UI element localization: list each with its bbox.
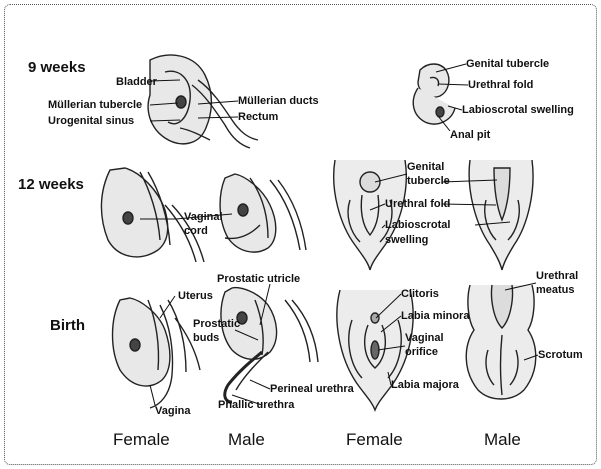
label-rectum: Rectum bbox=[238, 111, 279, 123]
label-genital-tubercle-9w: Genital tubercle bbox=[466, 58, 550, 70]
label-labia-majora: Labia majora bbox=[391, 379, 459, 391]
internal-12-weeks-female-drawing bbox=[100, 167, 205, 263]
label-vaginal-ext: Vaginal bbox=[405, 332, 444, 344]
label-vaginal: Vaginal bbox=[184, 211, 223, 223]
label-labia-minora: Labia minora bbox=[401, 310, 470, 322]
label-orifice: orifice bbox=[405, 346, 439, 358]
internal-9-weeks-drawing bbox=[147, 54, 259, 149]
leader-lines bbox=[140, 63, 539, 406]
label-clitoris: Clitoris bbox=[401, 288, 439, 300]
label-bladder: Bladder bbox=[116, 76, 157, 88]
label-urethral-fold-9w: Urethral fold bbox=[468, 79, 534, 91]
label-labioscrotal: Labioscrotal bbox=[385, 219, 451, 231]
label-prostatic-utricle: Prostatic utricle bbox=[217, 273, 301, 285]
stage-birth: Birth bbox=[50, 317, 85, 334]
label-urethral-fold-12w: Urethral fold bbox=[385, 198, 451, 210]
label-scrotum: Scrotum bbox=[538, 349, 583, 361]
footer-male-internal: Male bbox=[228, 430, 265, 449]
footer-male-external: Male bbox=[484, 430, 521, 449]
label-labioscrotal-swelling-9w: Labioscrotal swelling bbox=[462, 104, 574, 116]
label-urethral: Urethral bbox=[536, 270, 579, 282]
label-genital: Genital bbox=[407, 161, 445, 173]
external-12-weeks-female-drawing bbox=[333, 159, 407, 271]
label-meatus: meatus bbox=[536, 284, 575, 296]
label-swelling: swelling bbox=[385, 234, 429, 246]
label-perineal-urethra: Perineal urethra bbox=[270, 383, 354, 395]
label-uterus: Uterus bbox=[178, 290, 213, 302]
footer-female-internal: Female bbox=[113, 430, 170, 449]
external-birth-female-drawing bbox=[336, 289, 414, 412]
external-12-weeks-male-drawing bbox=[468, 159, 534, 271]
label-tubercle: tubercle bbox=[407, 175, 450, 187]
footer-female-external: Female bbox=[346, 430, 403, 449]
label-cord: cord bbox=[184, 225, 208, 237]
label-phallic-urethra: Phallic urethra bbox=[218, 399, 295, 411]
external-birth-male-drawing bbox=[465, 284, 537, 400]
label-buds: buds bbox=[193, 332, 220, 344]
stage-9-weeks: 9 weeks bbox=[28, 59, 86, 76]
label-mullerian-tubercle: Müllerian tubercle bbox=[48, 99, 143, 111]
internal-12-weeks-male-drawing bbox=[219, 173, 307, 253]
stage-12-weeks: 12 weeks bbox=[18, 176, 84, 193]
label-mullerian-ducts: Müllerian ducts bbox=[238, 95, 319, 107]
label-urogenital-sinus: Urogenital sinus bbox=[48, 115, 135, 127]
label-vagina: Vagina bbox=[155, 405, 191, 417]
label-prostatic: Prostatic bbox=[193, 318, 241, 330]
external-9-weeks-drawing bbox=[412, 63, 456, 125]
label-anal-pit: Anal pit bbox=[450, 129, 491, 141]
internal-birth-male-drawing bbox=[220, 286, 319, 404]
internal-birth-female-drawing bbox=[111, 297, 201, 409]
